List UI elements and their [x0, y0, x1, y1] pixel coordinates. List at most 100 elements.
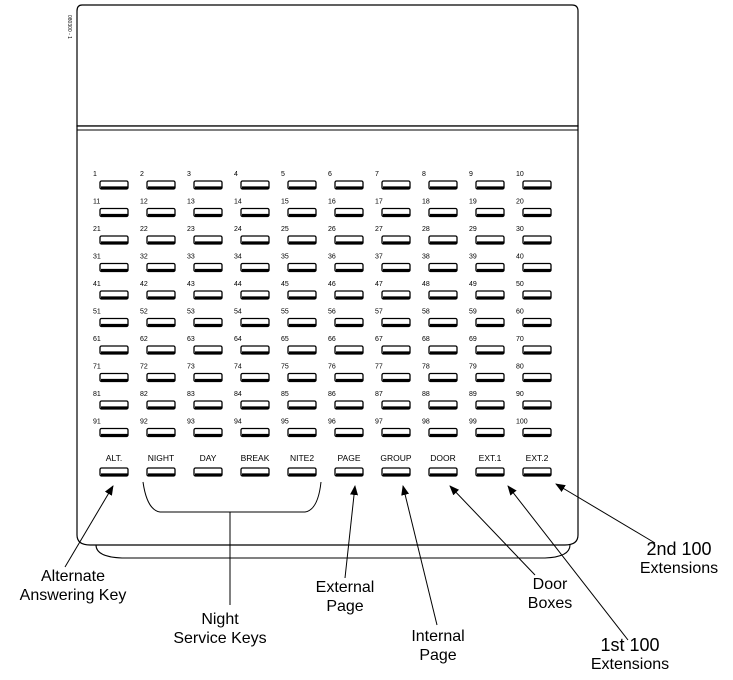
dss-key-50[interactable]: [522, 290, 552, 300]
dss-key-63[interactable]: [193, 345, 223, 355]
dss-key-100[interactable]: [522, 427, 552, 438]
dss-key-52[interactable]: [146, 317, 176, 328]
dss-key-11[interactable]: [99, 207, 129, 218]
dss-key-96[interactable]: [334, 427, 364, 438]
dss-key-65[interactable]: [287, 345, 317, 355]
dss-key-24[interactable]: [240, 235, 270, 245]
dss-key-33[interactable]: [193, 262, 223, 273]
dss-key-78[interactable]: [428, 372, 458, 383]
dss-key-51[interactable]: [99, 317, 129, 328]
function-key-group[interactable]: [381, 467, 411, 477]
dss-key-87[interactable]: [381, 400, 411, 410]
dss-key-90[interactable]: [522, 400, 552, 410]
dss-key-60[interactable]: [522, 317, 552, 328]
dss-key-69[interactable]: [475, 345, 505, 355]
dss-key-79[interactable]: [475, 372, 505, 383]
dss-key-66[interactable]: [334, 345, 364, 355]
dss-key-45[interactable]: [287, 290, 317, 300]
dss-key-49[interactable]: [475, 290, 505, 300]
dss-key-75[interactable]: [287, 372, 317, 383]
dss-key-26[interactable]: [334, 235, 364, 245]
dss-key-77[interactable]: [381, 372, 411, 383]
dss-key-35[interactable]: [287, 262, 317, 273]
dss-key-94[interactable]: [240, 427, 270, 438]
dss-key-92[interactable]: [146, 427, 176, 438]
dss-key-30[interactable]: [522, 235, 552, 245]
dss-key-95[interactable]: [287, 427, 317, 438]
dss-key-19[interactable]: [475, 207, 505, 218]
dss-key-4[interactable]: [240, 180, 270, 190]
dss-key-74[interactable]: [240, 372, 270, 383]
dss-key-9[interactable]: [475, 180, 505, 190]
dss-key-15[interactable]: [287, 207, 317, 218]
dss-key-48[interactable]: [428, 290, 458, 300]
dss-key-23[interactable]: [193, 235, 223, 245]
dss-key-71[interactable]: [99, 372, 129, 383]
dss-key-31[interactable]: [99, 262, 129, 273]
dss-key-80[interactable]: [522, 372, 552, 383]
dss-key-36[interactable]: [334, 262, 364, 273]
dss-key-10[interactable]: [522, 180, 552, 190]
function-key-night[interactable]: [146, 467, 176, 477]
function-key-break[interactable]: [240, 467, 270, 477]
dss-key-82[interactable]: [146, 400, 176, 410]
dss-key-98[interactable]: [428, 427, 458, 438]
function-key-nite2[interactable]: [287, 467, 317, 477]
dss-key-40[interactable]: [522, 262, 552, 273]
dss-key-44[interactable]: [240, 290, 270, 300]
dss-key-46[interactable]: [334, 290, 364, 300]
dss-key-37[interactable]: [381, 262, 411, 273]
dss-key-54[interactable]: [240, 317, 270, 328]
function-key-door[interactable]: [428, 467, 458, 477]
dss-key-88[interactable]: [428, 400, 458, 410]
dss-key-27[interactable]: [381, 235, 411, 245]
dss-key-25[interactable]: [287, 235, 317, 245]
dss-key-22[interactable]: [146, 235, 176, 245]
dss-key-14[interactable]: [240, 207, 270, 218]
dss-key-39[interactable]: [475, 262, 505, 273]
dss-key-81[interactable]: [99, 400, 129, 410]
dss-key-41[interactable]: [99, 290, 129, 300]
dss-key-58[interactable]: [428, 317, 458, 328]
dss-key-47[interactable]: [381, 290, 411, 300]
dss-key-17[interactable]: [381, 207, 411, 218]
dss-key-72[interactable]: [146, 372, 176, 383]
dss-key-34[interactable]: [240, 262, 270, 273]
dss-key-83[interactable]: [193, 400, 223, 410]
dss-key-85[interactable]: [287, 400, 317, 410]
dss-key-84[interactable]: [240, 400, 270, 410]
dss-key-13[interactable]: [193, 207, 223, 218]
dss-key-67[interactable]: [381, 345, 411, 355]
dss-key-53[interactable]: [193, 317, 223, 328]
dss-key-12[interactable]: [146, 207, 176, 218]
function-key-page[interactable]: [334, 467, 364, 477]
dss-key-29[interactable]: [475, 235, 505, 245]
dss-key-20[interactable]: [522, 207, 552, 218]
dss-key-68[interactable]: [428, 345, 458, 355]
dss-key-76[interactable]: [334, 372, 364, 383]
dss-key-3[interactable]: [193, 180, 223, 190]
function-key-alt[interactable]: [99, 467, 129, 477]
dss-key-16[interactable]: [334, 207, 364, 218]
dss-key-61[interactable]: [99, 345, 129, 355]
dss-key-2[interactable]: [146, 180, 176, 190]
dss-key-38[interactable]: [428, 262, 458, 273]
dss-key-73[interactable]: [193, 372, 223, 383]
dss-key-1[interactable]: [99, 180, 129, 190]
dss-key-56[interactable]: [334, 317, 364, 328]
dss-key-5[interactable]: [287, 180, 317, 190]
dss-key-89[interactable]: [475, 400, 505, 410]
dss-key-28[interactable]: [428, 235, 458, 245]
dss-key-21[interactable]: [99, 235, 129, 245]
dss-key-7[interactable]: [381, 180, 411, 190]
dss-key-64[interactable]: [240, 345, 270, 355]
function-key-ext1[interactable]: [475, 467, 505, 477]
dss-key-86[interactable]: [334, 400, 364, 410]
dss-key-18[interactable]: [428, 207, 458, 218]
dss-key-32[interactable]: [146, 262, 176, 273]
function-key-day[interactable]: [193, 467, 223, 477]
dss-key-62[interactable]: [146, 345, 176, 355]
function-key-ext2[interactable]: [522, 467, 552, 477]
dss-key-42[interactable]: [146, 290, 176, 300]
dss-key-8[interactable]: [428, 180, 458, 190]
